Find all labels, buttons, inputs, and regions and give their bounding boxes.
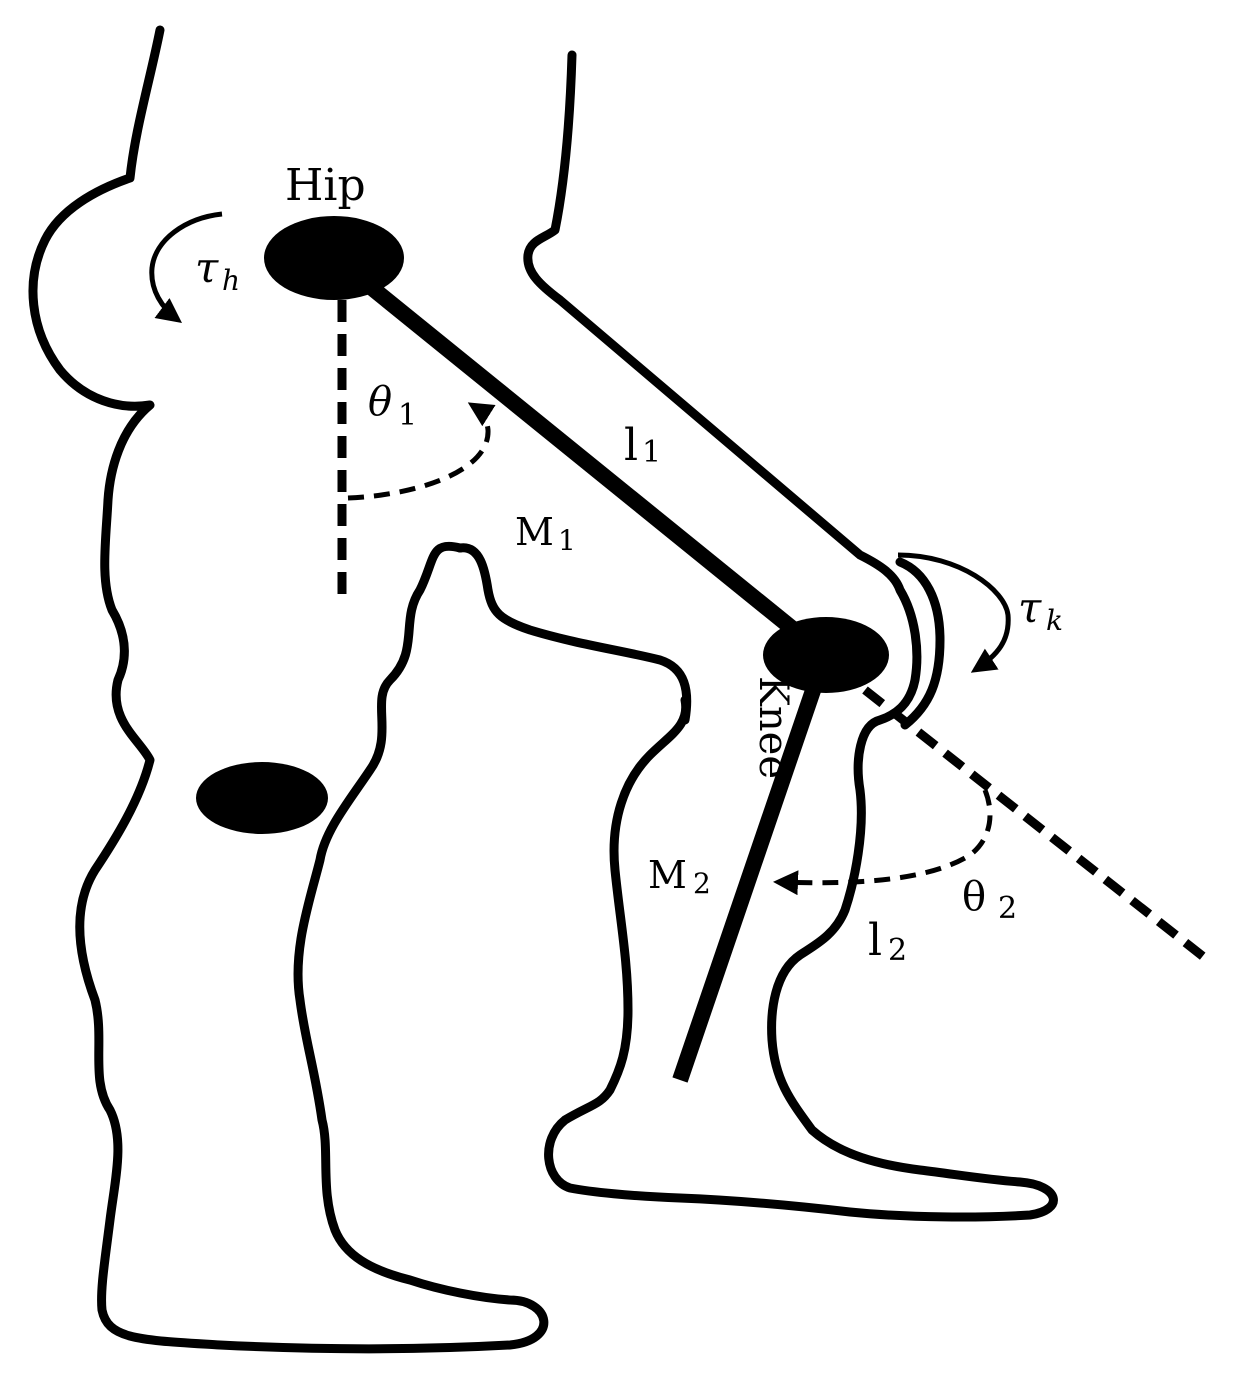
- hip-label: Hip: [285, 160, 366, 211]
- svg-text:2: 2: [888, 933, 907, 968]
- knee-joint: [763, 617, 889, 693]
- svg-text:1: 1: [398, 398, 417, 433]
- svg-text:2: 2: [998, 891, 1017, 926]
- svg-text:τ: τ: [195, 243, 219, 292]
- l1-label: l 1: [624, 420, 661, 471]
- svg-text:h: h: [222, 264, 240, 297]
- m1-label: M 1: [515, 510, 576, 557]
- theta2-arc: [773, 789, 993, 896]
- standing-leg-outline: [28, 25, 692, 1354]
- standing-knee-joint: [196, 762, 328, 834]
- svg-text:k: k: [1046, 604, 1063, 637]
- svg-text:l: l: [868, 915, 882, 966]
- theta1-arc: [347, 402, 496, 501]
- m2-label: M 2: [648, 853, 711, 900]
- l2-label: l 2: [868, 915, 907, 968]
- thigh-link: [329, 251, 831, 662]
- tau-h-label: τ h: [195, 243, 240, 297]
- thigh-extension-reference: [862, 686, 1208, 962]
- knee-torque-arrow: [897, 552, 1011, 673]
- theta2-label: θ 2: [962, 874, 1017, 926]
- svg-text:M: M: [648, 853, 687, 897]
- shank-link: [672, 667, 828, 1083]
- tau-k-label: τ k: [1018, 583, 1063, 637]
- svg-text:1: 1: [558, 524, 576, 557]
- svg-text:l: l: [624, 420, 638, 471]
- knee-label: Knee: [750, 676, 796, 779]
- svg-text:M: M: [515, 510, 554, 554]
- theta1-label: θ 1: [368, 379, 417, 433]
- svg-text:θ: θ: [962, 874, 986, 920]
- svg-text:1: 1: [642, 435, 661, 470]
- hip-joint: [264, 216, 404, 300]
- svg-text:2: 2: [693, 867, 711, 900]
- hip-torque-arrow: [149, 211, 223, 324]
- bent-leg-outline: [523, 50, 1058, 1222]
- svg-text:θ: θ: [368, 379, 392, 425]
- svg-text:τ: τ: [1018, 583, 1042, 632]
